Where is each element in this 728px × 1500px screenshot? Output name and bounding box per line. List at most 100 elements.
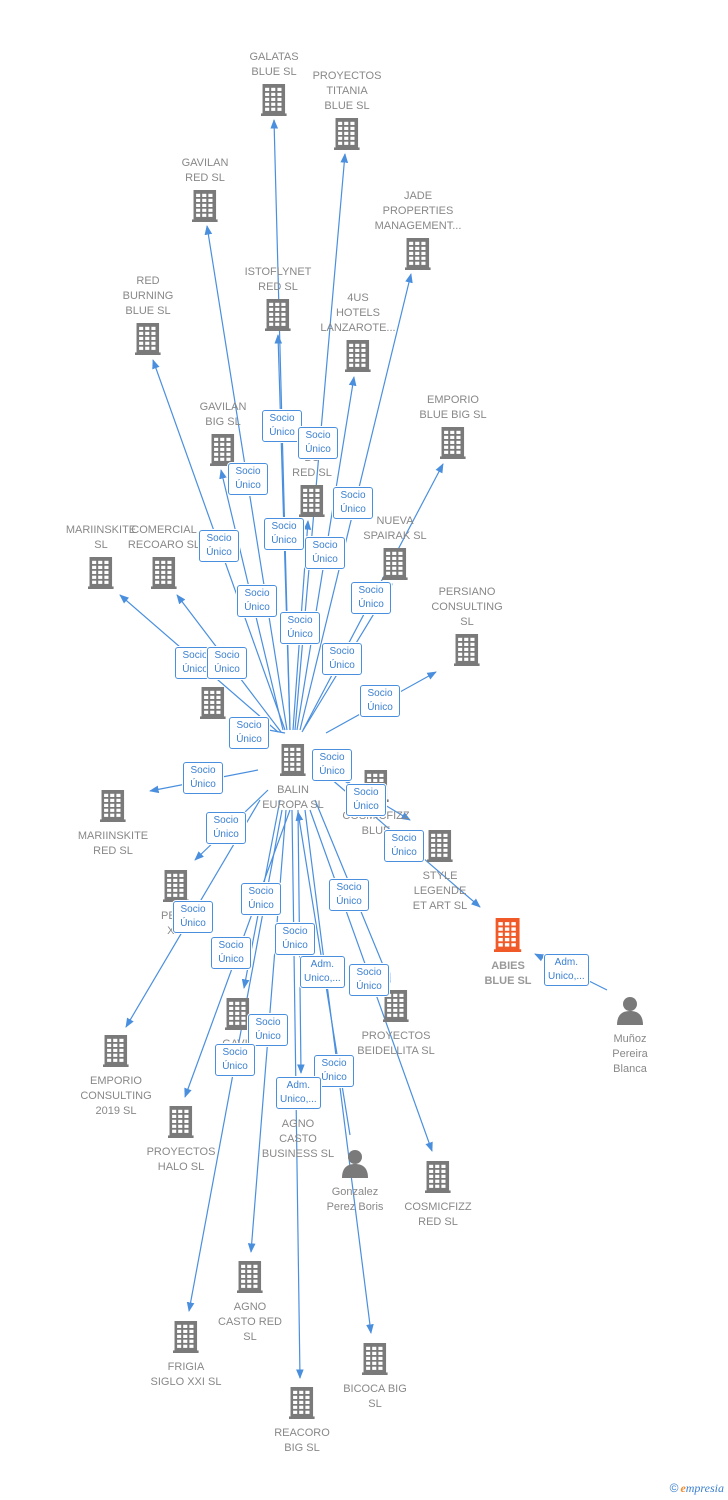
company-node-emporio-2019[interactable]: EMPORIO CONSULTING 2019 SL bbox=[56, 1035, 176, 1119]
company-node-galatas[interactable]: GALATAS BLUE SL bbox=[214, 50, 334, 121]
role-badge-admin[interactable]: Adm. Unico,... bbox=[544, 954, 589, 986]
building-icon bbox=[104, 557, 224, 594]
role-badge-socio-unico[interactable]: Socio Único bbox=[360, 685, 400, 717]
node-label: STYLE LEGENDE ET ART SL bbox=[412, 870, 468, 912]
role-badge-socio-unico[interactable]: Socio Único bbox=[351, 582, 391, 614]
role-badge-socio-unico[interactable]: Socio Único bbox=[248, 1014, 288, 1046]
building-icon bbox=[53, 790, 173, 827]
role-badge-socio-unico[interactable]: Socio Único bbox=[211, 937, 251, 969]
company-node-gavilan-big[interactable]: GAVILAN BIG SL bbox=[163, 400, 283, 471]
node-label: MARIINSKITE SL bbox=[65, 524, 137, 551]
role-badge-socio-unico[interactable]: Socio Único bbox=[207, 647, 247, 679]
company-node-halo[interactable]: PROYECTOS HALO SL bbox=[121, 1106, 241, 1175]
company-node-style[interactable]: STYLE LEGENDE ET ART SL bbox=[380, 830, 500, 914]
role-badge-socio-unico[interactable]: Socio Único bbox=[346, 784, 386, 816]
building-icon bbox=[393, 427, 513, 464]
role-badge-socio-unico[interactable]: Socio Único bbox=[349, 964, 389, 996]
company-node-titania[interactable]: PROYECTOS TITANIA BLUE SL bbox=[287, 69, 407, 155]
node-label: ABIES BLUE SL bbox=[484, 960, 532, 987]
person-icon bbox=[295, 1148, 415, 1183]
role-badge-socio-unico[interactable]: Socio Único bbox=[264, 518, 304, 550]
building-icon bbox=[378, 1161, 498, 1198]
role-badge-admin[interactable]: Adm. Unico,... bbox=[276, 1077, 321, 1109]
role-badge-socio-unico[interactable]: Socio Único bbox=[329, 879, 369, 911]
company-node-gonzalez[interactable]: Gonzalez Perez Boris bbox=[295, 1148, 415, 1215]
role-badge-socio-unico[interactable]: Socio Único bbox=[262, 410, 302, 442]
node-label: PROYECTOS TITANIA BLUE SL bbox=[312, 70, 382, 112]
node-label: PERSIANO CONSULTING SL bbox=[431, 586, 503, 628]
company-node-reacoro[interactable]: REACORO BIG SL bbox=[242, 1387, 362, 1456]
role-badge-socio-unico[interactable]: Socio Único bbox=[305, 537, 345, 569]
node-label: MARIINSKITE RED SL bbox=[77, 830, 149, 857]
logo-e: e bbox=[680, 1481, 686, 1495]
role-badge-socio-unico[interactable]: Socio Único bbox=[173, 901, 213, 933]
role-badge-socio-unico[interactable]: Socio Único bbox=[228, 463, 268, 495]
role-badge-socio-unico[interactable]: Socio Único bbox=[298, 427, 338, 459]
building-icon bbox=[448, 918, 568, 957]
building-icon bbox=[145, 190, 265, 227]
company-node-bu-red[interactable]: BU RED SL bbox=[252, 451, 372, 522]
building-icon bbox=[214, 84, 334, 121]
company-node-agno-casto-red[interactable]: AGNO CASTO RED SL bbox=[190, 1261, 310, 1345]
company-node-gavilan-red[interactable]: GAVILAN RED SL bbox=[145, 156, 265, 227]
company-node-beidellita[interactable]: PROYECTOS BEIDELLITA SL bbox=[336, 990, 456, 1059]
role-badge-socio-unico[interactable]: Socio Único bbox=[241, 883, 281, 915]
role-badge-socio-unico[interactable]: Socio Único bbox=[312, 749, 352, 781]
role-badge-socio-unico[interactable]: Socio Único bbox=[384, 830, 424, 862]
role-badge-socio-unico[interactable]: Socio Único bbox=[215, 1044, 255, 1076]
role-badge-socio-unico[interactable]: Socio Único bbox=[333, 487, 373, 519]
building-icon bbox=[190, 1261, 310, 1298]
role-badge-socio-unico[interactable]: Socio Único bbox=[275, 923, 315, 955]
node-label: JADE PROPERTIES MANAGEMENT... bbox=[374, 190, 462, 232]
node-label: FRIGIA SIGLO XXI SL bbox=[150, 1361, 222, 1388]
node-label: GALATAS BLUE SL bbox=[249, 51, 299, 78]
role-badge-socio-unico[interactable]: Socio Único bbox=[280, 612, 320, 644]
person-icon bbox=[570, 995, 690, 1030]
company-node-persiano[interactable]: PERSIANO CONSULTING SL bbox=[407, 585, 527, 671]
building-icon bbox=[233, 744, 353, 781]
building-icon bbox=[178, 998, 298, 1035]
building-icon bbox=[121, 1106, 241, 1143]
role-badge-socio-unico[interactable]: Socio Único bbox=[206, 812, 246, 844]
company-node-mariinskite-sl[interactable]: MARIINSKITE SL bbox=[41, 523, 161, 594]
company-node-frigia[interactable]: FRIGIA SIGLO XXI SL bbox=[126, 1321, 246, 1390]
node-label: NUEVA SPAIRAK SL bbox=[363, 515, 427, 542]
role-badge-admin[interactable]: Adm. Unico,... bbox=[300, 956, 345, 988]
building-icon bbox=[56, 1035, 176, 1072]
role-badge-socio-unico[interactable]: Socio Único bbox=[229, 717, 269, 749]
company-node-emporio-blue[interactable]: EMPORIO BLUE BIG SL bbox=[393, 393, 513, 464]
company-node-istoflynet[interactable]: ISTOFLYNET RED SL bbox=[218, 265, 338, 336]
empresia-logo[interactable]: ©empresia bbox=[670, 1481, 724, 1496]
focus-company-node[interactable]: ABIES BLUE SL bbox=[448, 918, 568, 989]
company-node-bicoca[interactable]: BICOCA BIG SL bbox=[315, 1343, 435, 1412]
role-badge-socio-unico[interactable]: Socio Único bbox=[183, 762, 223, 794]
node-label: BICOCA BIG SL bbox=[343, 1383, 407, 1410]
building-icon bbox=[336, 990, 456, 1027]
building-icon bbox=[116, 870, 236, 907]
company-node-cosmicfizz-red[interactable]: COSMICFIZZ RED SL bbox=[378, 1161, 498, 1230]
company-node-red-burning[interactable]: RED BURNING BLUE SL bbox=[88, 274, 208, 360]
company-node-4us[interactable]: 4US HOTELS LANZAROTE... bbox=[298, 291, 418, 377]
building-icon bbox=[126, 1321, 246, 1358]
company-node-mariinskite-red[interactable]: MARIINSKITE RED SL bbox=[53, 790, 173, 859]
node-label: PROYECTOS BEIDELLITA SL bbox=[357, 1030, 435, 1057]
copyright-symbol: © bbox=[669, 1481, 679, 1495]
building-icon bbox=[252, 485, 372, 522]
building-icon bbox=[380, 830, 500, 867]
node-label: ISTOFLYNET RED SL bbox=[244, 266, 312, 293]
building-icon bbox=[298, 340, 418, 377]
role-badge-socio-unico[interactable]: Socio Único bbox=[237, 585, 277, 617]
building-icon bbox=[218, 299, 338, 336]
company-node-comercial[interactable]: COMERCIAL RECOARO SL bbox=[104, 523, 224, 594]
node-label: Gonzalez Perez Boris bbox=[326, 1186, 384, 1213]
company-node-jade[interactable]: JADE PROPERTIES MANAGEMENT... bbox=[358, 189, 478, 275]
node-label: AGNO CASTO BUSINESS SL bbox=[261, 1118, 335, 1160]
company-node-unlabeled-left[interactable] bbox=[153, 683, 273, 724]
company-node-munoz[interactable]: Muñoz Pereira Blanca bbox=[570, 995, 690, 1077]
role-badge-socio-unico[interactable]: Socio Único bbox=[199, 530, 239, 562]
node-label: BALIN EUROPA SL bbox=[262, 784, 324, 811]
center-company-node[interactable]: BALIN EUROPA SL bbox=[233, 744, 353, 813]
company-node-nueva[interactable]: NUEVA SPAIRAK SL bbox=[335, 514, 455, 585]
role-badge-socio-unico[interactable]: Socio Único bbox=[322, 643, 362, 675]
building-icon bbox=[88, 323, 208, 360]
